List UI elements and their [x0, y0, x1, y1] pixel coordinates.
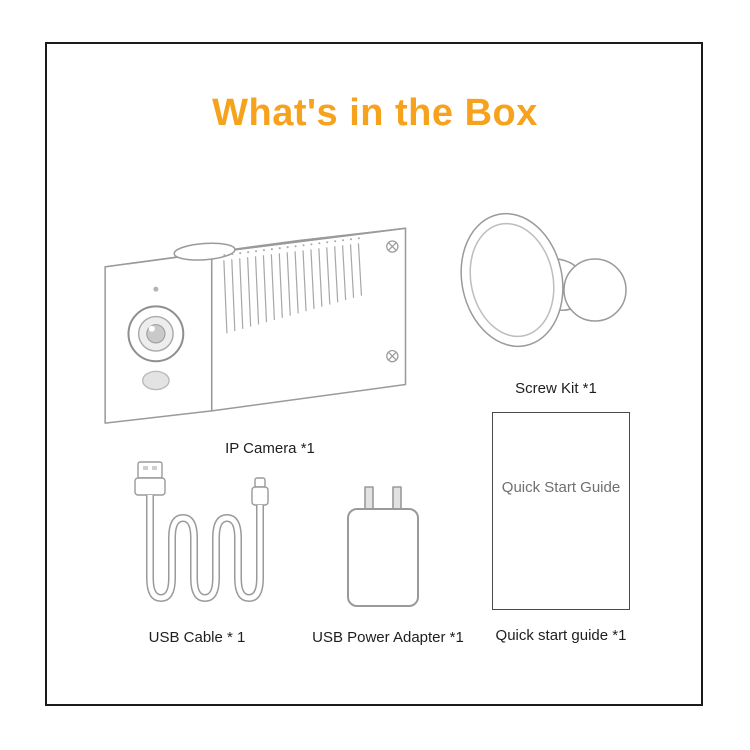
border-frame — [45, 42, 703, 706]
usb-cable-label: USB Cable * 1 — [148, 629, 246, 646]
camera-side-face — [210, 227, 407, 412]
camera-lens-glint — [148, 325, 155, 332]
micro-usb-tip — [254, 477, 266, 488]
adapter-prong-right — [392, 486, 402, 512]
usb-a-metal-shell — [137, 461, 163, 479]
screw-kit-label: Screw Kit *1 — [515, 380, 597, 397]
mount-base-disc — [460, 212, 564, 348]
camera-screws — [386, 240, 399, 363]
usb-cable-illustration — [134, 461, 269, 603]
quick-start-guide-label: Quick start guide *1 — [495, 627, 627, 644]
mount-base-inner-ring — [469, 222, 555, 338]
micro-usb-body — [251, 486, 269, 506]
camera-vent-grille — [223, 237, 363, 334]
guide-cover-text: Quick Start Guide — [501, 479, 621, 496]
camera-status-led — [153, 286, 159, 292]
ip-camera-illustration — [104, 227, 407, 424]
adapter-body — [347, 508, 419, 607]
page-title: What's in the Box — [212, 92, 538, 134]
camera-top-speaker-oval — [173, 242, 236, 261]
power-adapter-illustration — [347, 486, 419, 607]
cable-wire-highlight — [147, 495, 263, 601]
screw-kit-illustration — [460, 212, 627, 348]
cable-wire — [146, 495, 264, 603]
ip-camera-label: IP Camera *1 — [225, 440, 315, 457]
mount-ball — [563, 258, 627, 322]
power-adapter-label: USB Power Adapter *1 — [312, 629, 464, 646]
adapter-prong-left — [364, 486, 374, 512]
usb-a-body — [134, 477, 166, 496]
quick-start-guide-illustration: Quick Start Guide — [492, 412, 630, 610]
camera-pir-sensor — [142, 370, 170, 391]
